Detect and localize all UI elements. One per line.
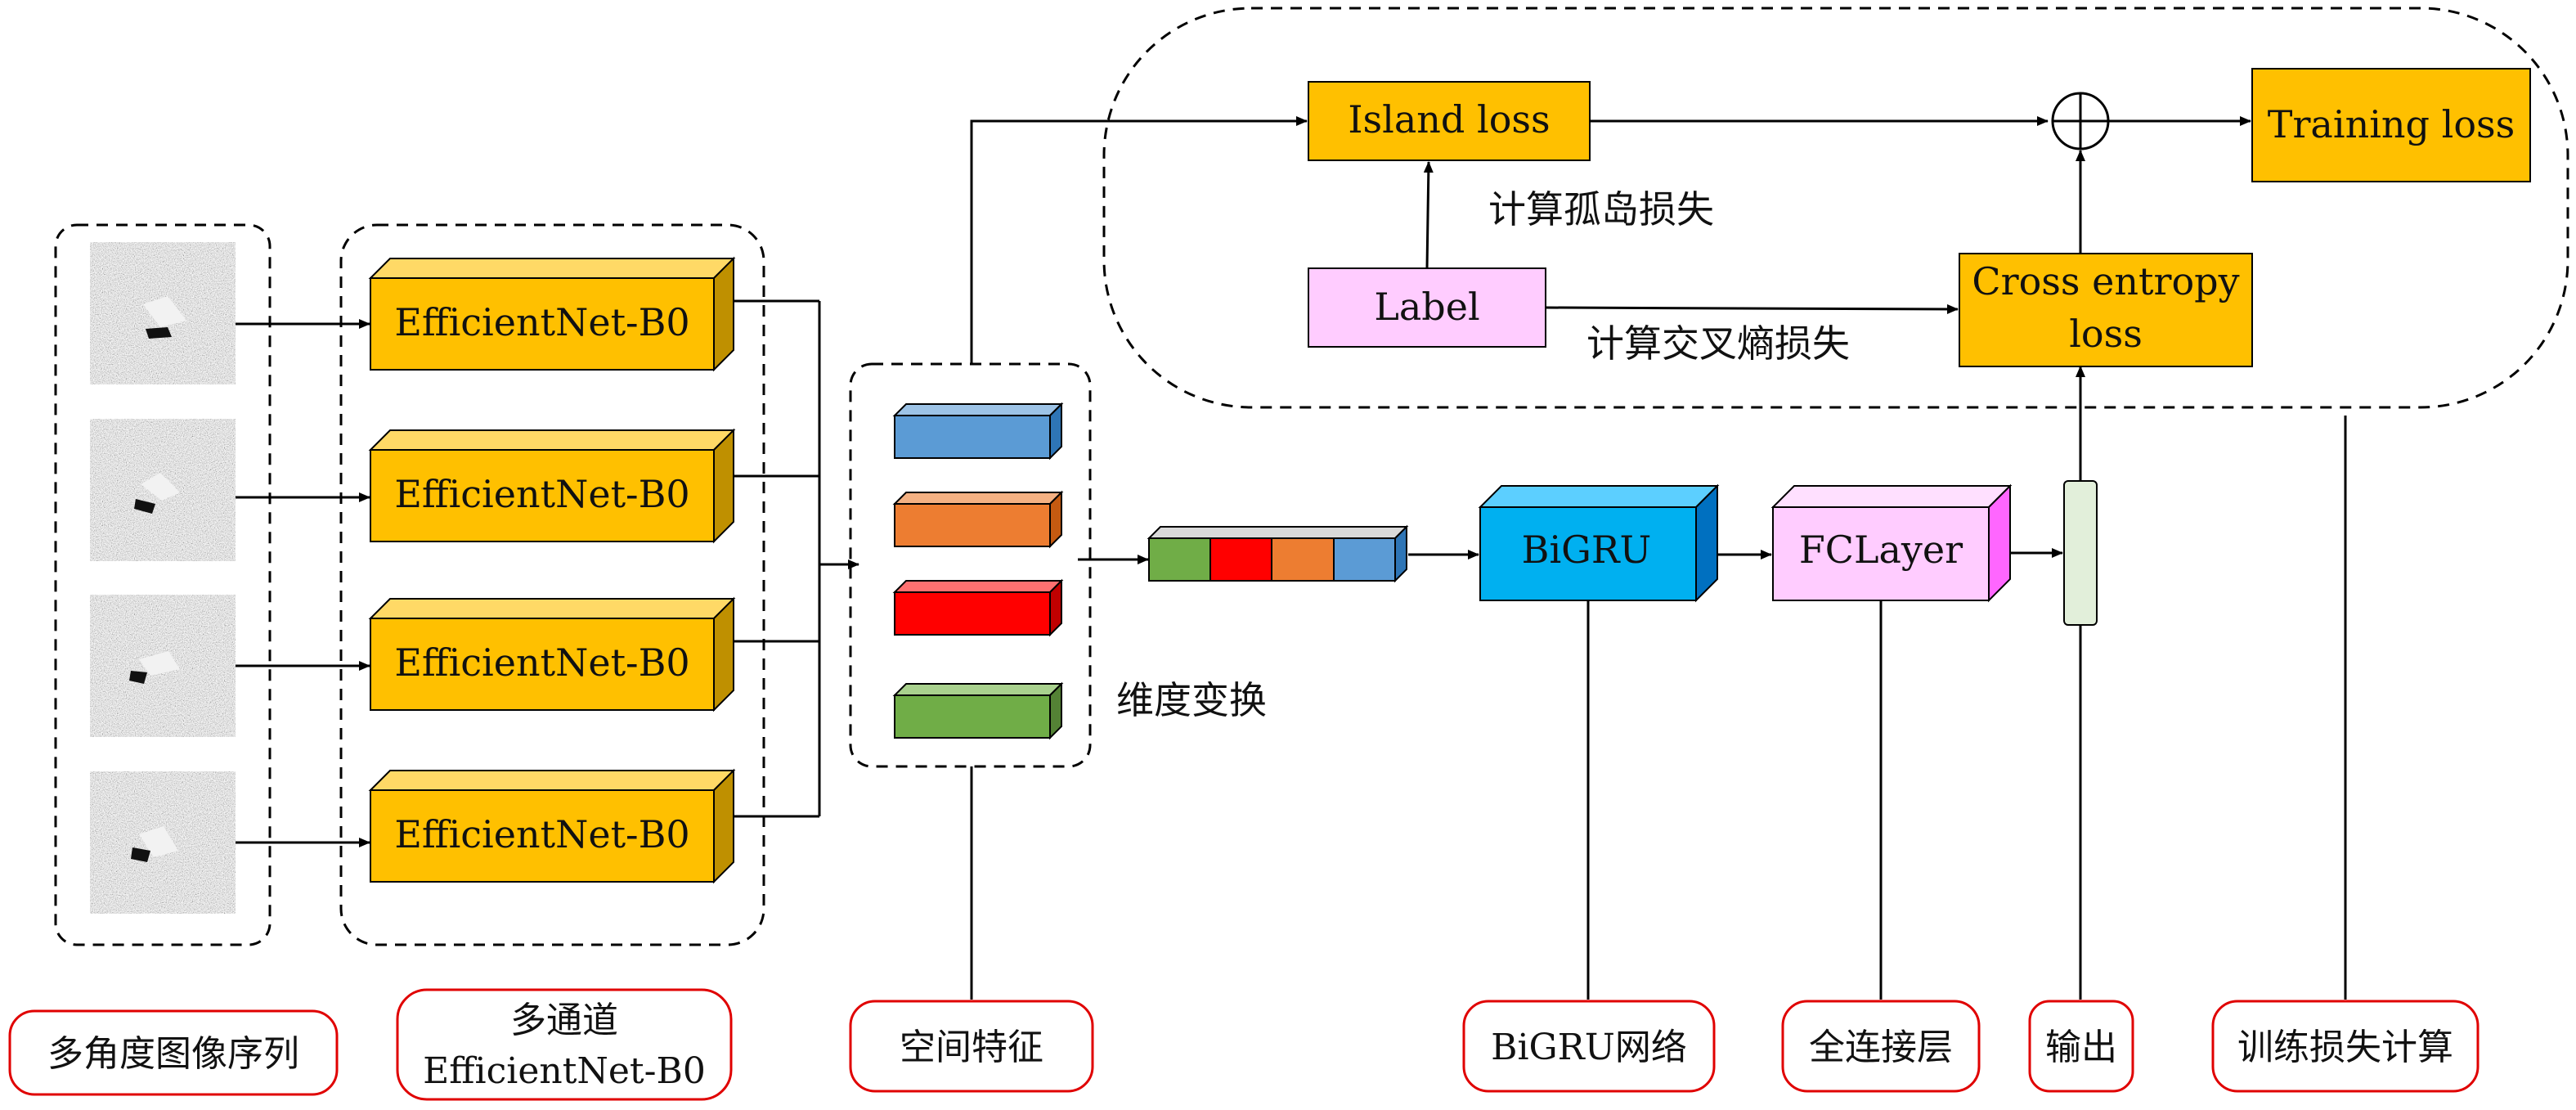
- cnn-block-1-label: EfficientNet-B0: [394, 300, 689, 344]
- legend-bigru: BiGRU网络: [1462, 1000, 1716, 1093]
- cross-entropy-annotation: 计算交叉熵损失: [1586, 321, 1850, 366]
- feature-bar-green: [892, 681, 1064, 740]
- cnn-block-4-label: EfficientNet-B0: [394, 812, 689, 856]
- legend-bigru-label: BiGRU网络: [1491, 1027, 1687, 1068]
- cross-entropy-loss-box: Cross entropy loss: [1959, 253, 2253, 367]
- cnn-block-2: EfficientNet-B0: [368, 428, 736, 544]
- feature-bar-red: [892, 578, 1064, 637]
- sum-operator: [2051, 92, 2110, 151]
- legend-training: 训练损失计算: [2211, 1000, 2480, 1093]
- features-to-island-loss-arrow: [970, 116, 1308, 364]
- island-loss-annotation: 计算孤岛损失: [1488, 187, 1714, 231]
- cross-entropy-label-line2: loss: [2069, 312, 2143, 356]
- training-loss-box: Training loss: [2251, 68, 2531, 182]
- feature-bar-blue: [892, 402, 1064, 461]
- reshape-annotation: 维度变换: [1116, 678, 1267, 722]
- legend-multichannel-line2: EfficientNet-B0: [423, 1050, 706, 1092]
- bigru-block: BiGRU: [1478, 483, 1720, 603]
- cnn-block-4: EfficientNet-B0: [368, 768, 736, 884]
- cross-entropy-label-line1: Cross entropy: [1972, 259, 2239, 303]
- cnn-block-3: EfficientNet-B0: [368, 596, 736, 712]
- legend-fc: 全连接层: [1781, 1000, 1981, 1093]
- fclayer-label: FCLayer: [1799, 528, 1963, 572]
- legend-output-label: 输出: [2045, 1027, 2117, 1068]
- sar-image-2: [90, 419, 236, 561]
- sar-image-4: [90, 771, 236, 914]
- sar-image-1: [90, 242, 236, 384]
- image-sequence-group: [54, 223, 272, 946]
- legend-sequence: 多角度图像序列: [8, 1009, 339, 1096]
- legend-spatial-label: 空间特征: [900, 1027, 1043, 1068]
- island-loss-box: Island loss: [1308, 81, 1591, 161]
- training-loss-label: Training loss: [2268, 102, 2515, 146]
- fclayer-block: FCLayer: [1770, 483, 2013, 603]
- cnn-merge-connector: [734, 299, 821, 818]
- cnn-block-3-label: EfficientNet-B0: [394, 640, 689, 685]
- cnn-block-2-label: EfficientNet-B0: [394, 472, 689, 516]
- sar-image-3: [90, 595, 236, 737]
- legend-fc-label: 全连接层: [1809, 1027, 1953, 1068]
- feature-bar-orange: [892, 490, 1064, 549]
- output-vector: [2063, 480, 2098, 626]
- cnn-group: [339, 223, 765, 946]
- label-label: Label: [1374, 285, 1479, 329]
- bigru-label: BiGRU: [1522, 528, 1652, 572]
- legend-connectors: [970, 416, 2347, 1000]
- legend-multichannel-line1: 多通道: [510, 1000, 618, 1041]
- legend-training-label: 训练损失计算: [2237, 1027, 2453, 1068]
- legend-multichannel: 多通道 EfficientNet-B0: [396, 988, 733, 1101]
- label-box: Label: [1308, 267, 1546, 348]
- cnn-block-1: EfficientNet-B0: [368, 256, 736, 372]
- legend-spatial: 空间特征: [849, 1000, 1094, 1093]
- legend-output: 输出: [2028, 1000, 2134, 1093]
- label-to-island-loss-arrow: [1423, 161, 1434, 269]
- concat-vector: [1147, 524, 1409, 583]
- label-to-ce-arrow: [1545, 303, 1959, 314]
- island-loss-label: Island loss: [1348, 97, 1550, 142]
- legend-sequence-label: 多角度图像序列: [47, 1033, 299, 1075]
- training-loss-group: [1102, 7, 2569, 409]
